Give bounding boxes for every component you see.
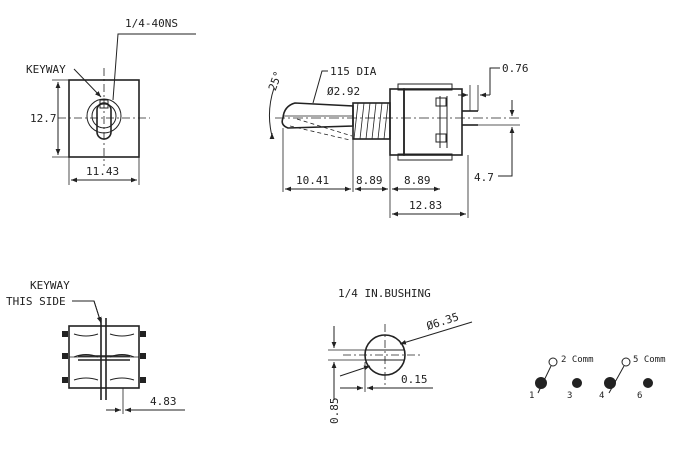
side-view [275,83,520,161]
comm-label-a: 2 Comm [561,355,594,365]
pin-label-6: 6 [637,391,642,401]
pin-width-dim: 0.76 [502,62,529,75]
pin-label-1: 1 [529,391,534,401]
comm-label-b: 5 Comm [633,355,666,365]
pin-label-4: 4 [599,391,604,401]
pitch-dim: 4.83 [150,395,177,408]
keyway-line2: THIS SIDE [6,295,66,308]
total-dim: 12.83 [409,199,442,212]
pin-offset-dim: 4.7 [474,171,494,184]
keyway-line1: KEYWAY [30,279,70,292]
keyway-label: KEYWAY [26,63,66,76]
body-dim: 8.89 [404,174,431,187]
flat-dim: 0.15 [401,373,428,386]
key-dim: 0.85 [328,398,341,425]
bottom-view [62,318,146,400]
switch-schematic [535,357,653,394]
width-dim: 11.43 [86,165,119,178]
pin-label-3: 3 [567,391,572,401]
bushing-view [343,324,420,388]
phi-label: Ø2.92 [327,85,360,98]
lever-dim: 10.41 [296,174,329,187]
front-view [52,68,150,185]
angle-label: 25° [266,69,285,92]
height-dim: 12.7 [30,112,57,125]
thread-label: 1/4-40NS [125,17,178,30]
dia-label: 115 DIA [330,65,377,78]
bushing-phi: Ø6.35 [425,310,461,333]
bush-dim: 8.89 [356,174,383,187]
bushing-title: 1/4 IN.BUSHING [338,287,431,300]
